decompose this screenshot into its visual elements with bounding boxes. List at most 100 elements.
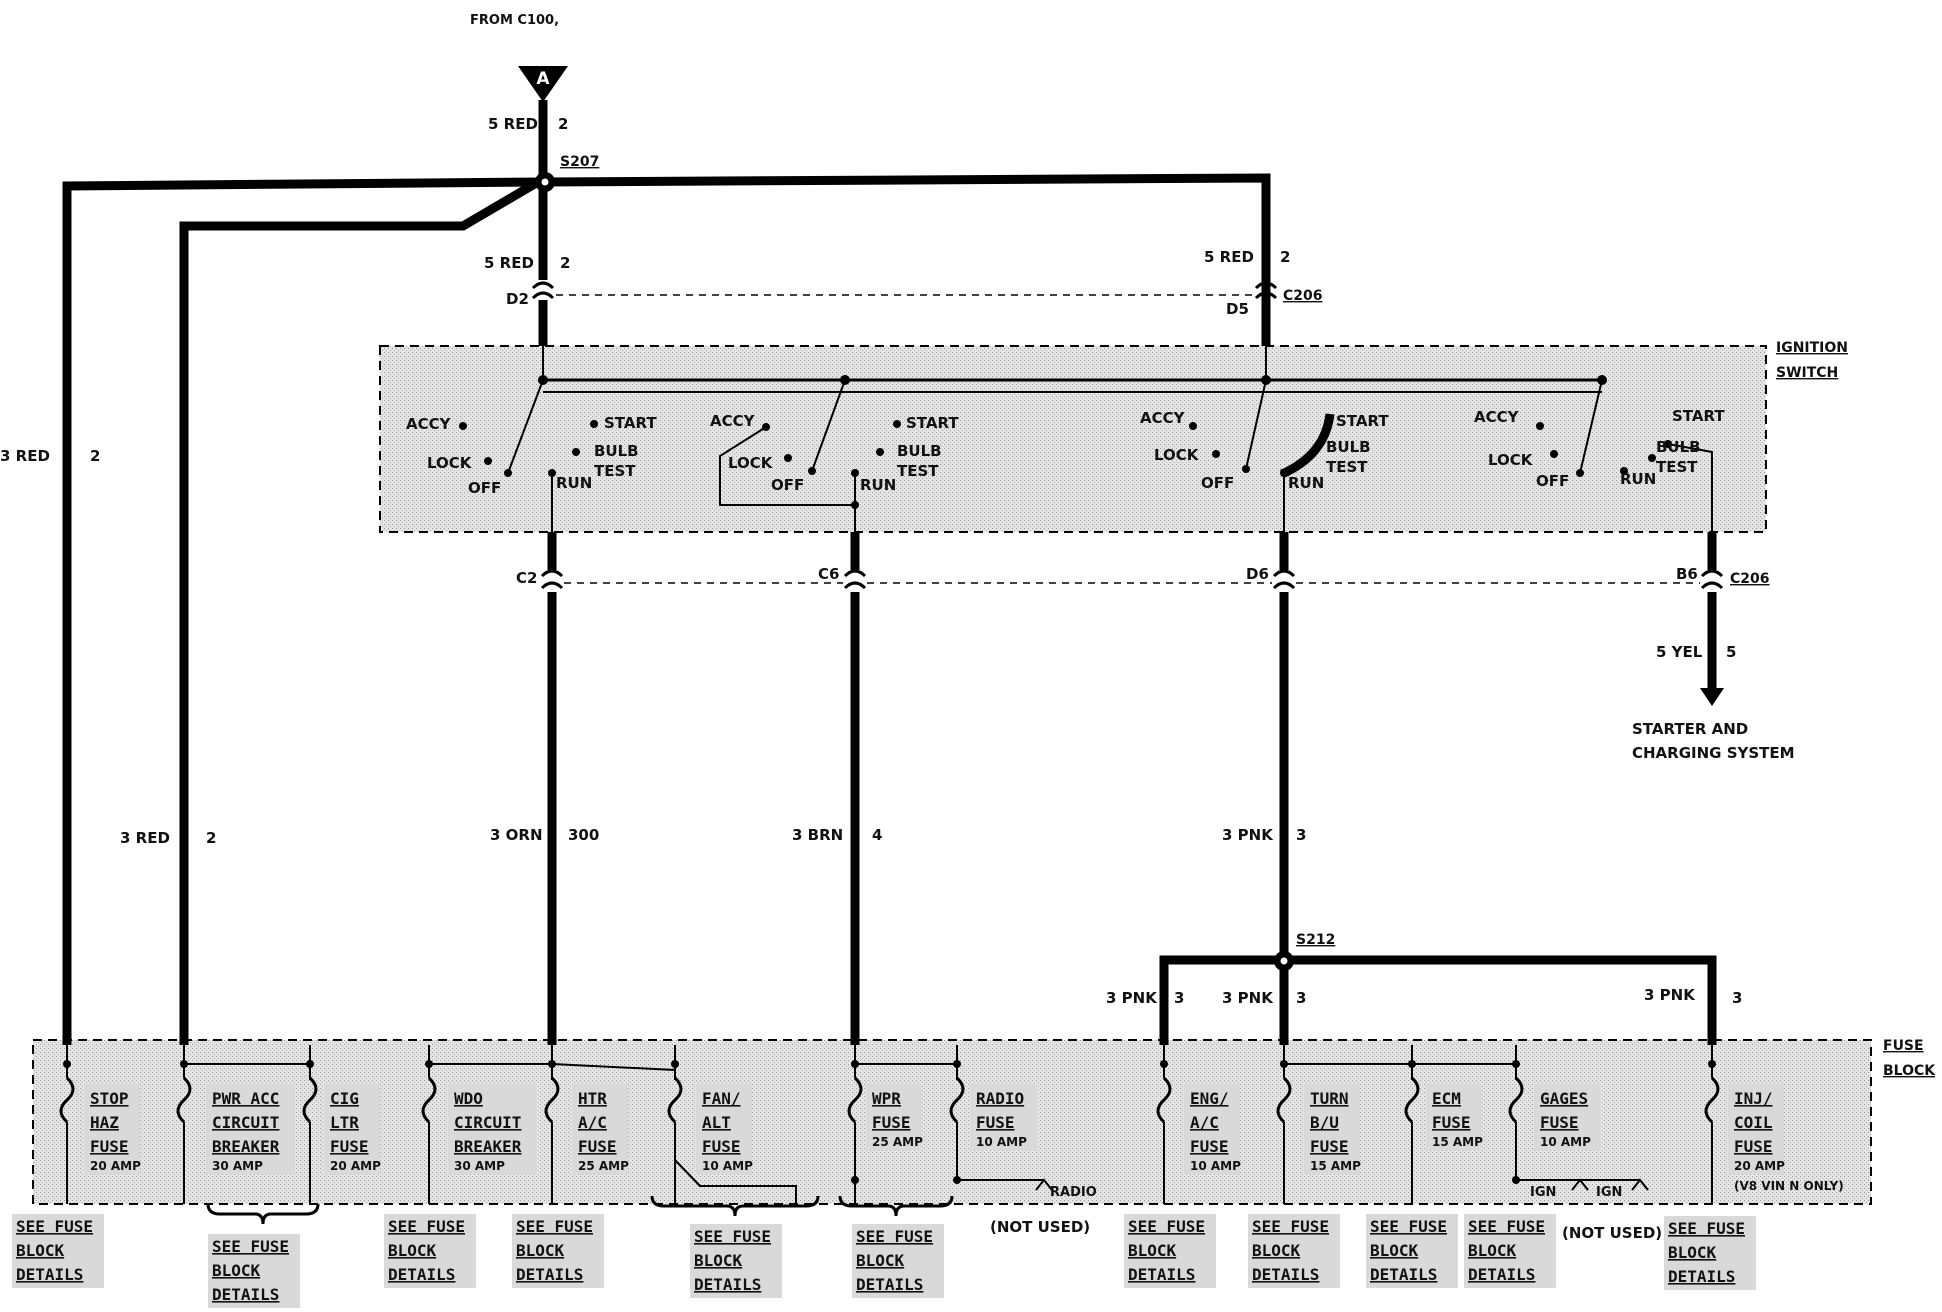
switch3-off: OFF (1201, 474, 1234, 492)
see-details-line: SEE FUSE (1468, 1217, 1545, 1236)
splice-s207-label: S207 (560, 154, 599, 170)
see-details-line: DETAILS (212, 1285, 279, 1304)
see-details-line: DETAILS (856, 1275, 923, 1294)
fuse-label-line: HTR (578, 1089, 607, 1108)
fuse-element-5 (667, 1076, 683, 1124)
wire-label-pnk-a-num: 3 (1174, 989, 1184, 1007)
fuse-label-line: STOP (90, 1089, 129, 1108)
fuse-element-2 (302, 1076, 318, 1124)
fuse-label-line: PWR ACC (212, 1089, 279, 1108)
switch2-start: START (906, 414, 959, 432)
see-details-line: SEE FUSE (694, 1227, 771, 1246)
fuse-label-line: FUSE (1734, 1137, 1773, 1156)
switch1-run: RUN (556, 474, 592, 492)
wire-label-brn-color: 3 BRN (792, 826, 843, 844)
fuse-label-line: CIG (330, 1089, 359, 1108)
ign-label-2: IGN (1596, 1185, 1622, 1200)
brace (206, 1203, 320, 1225)
connector-a-triangle (518, 66, 568, 102)
fuse-label-bg (448, 1084, 537, 1174)
fuse-element-3 (421, 1076, 437, 1124)
connector-d5-label: D5 (1226, 300, 1249, 318)
wire-label-d2-color: 5 RED (484, 254, 534, 272)
wire-s212-branch (1159, 955, 1717, 1045)
connector-c206-bottom-label: C206 (1730, 571, 1770, 587)
connector-d2-symbol (531, 281, 555, 300)
see-details-line: DETAILS (694, 1275, 761, 1294)
see-details-bg (690, 1224, 782, 1298)
fuse-label-line: FUSE (702, 1137, 741, 1156)
fuse-label-line: ECM (1432, 1089, 1461, 1108)
see-details-line: BLOCK (1468, 1241, 1517, 1260)
switch3-run: RUN (1288, 474, 1324, 492)
switch2-lock: LOCK (728, 454, 774, 472)
see-details-line: BLOCK (1668, 1243, 1717, 1262)
starter-label-2: CHARGING SYSTEM (1632, 744, 1795, 762)
switch1-lock: LOCK (427, 454, 473, 472)
fuse-amp-rating: 10 AMP (1540, 1135, 1591, 1149)
fuse-label-line: FUSE (976, 1113, 1015, 1132)
see-details-bg (208, 1234, 300, 1308)
not-used-label-1: (NOT USED) (990, 1218, 1090, 1236)
fuse-label-line: HAZ (90, 1113, 119, 1132)
fuse-amp-rating: 15 AMP (1310, 1159, 1361, 1173)
fuse-element-4 (544, 1076, 560, 1124)
see-details-bg (1366, 1214, 1458, 1288)
see-details-line: SEE FUSE (856, 1227, 933, 1246)
wire-label-pnk-c-color: 3 PNK (1644, 986, 1696, 1004)
see-details-bg (384, 1214, 476, 1288)
ignition-switch-label-1: IGNITION (1776, 340, 1848, 356)
fuse-label-bg (206, 1084, 295, 1174)
connector-c2-label: C2 (516, 569, 537, 587)
connector-c6-symbol (843, 569, 867, 592)
fuse-label-line: WDO (454, 1089, 483, 1108)
wire-label-yel-num: 5 (1726, 643, 1736, 661)
see-details-line: DETAILS (516, 1265, 583, 1284)
switch3-test: TEST (1326, 458, 1368, 476)
fuse-amp-rating: 10 AMP (702, 1159, 753, 1173)
fuse-amp-rating: 15 AMP (1432, 1135, 1483, 1149)
wire-label-pnk-a-color: 3 PNK (1106, 989, 1158, 1007)
fuse-label-bg (84, 1084, 140, 1174)
wire-label-inner-num: 2 (206, 829, 216, 847)
switch4-lock: LOCK (1488, 451, 1534, 469)
fuse-amp-rating: 20 AMP (1734, 1159, 1785, 1173)
fuse-label-line: FUSE (90, 1137, 129, 1156)
fuse-element-9 (1276, 1076, 1292, 1124)
fuse-amp-rating: 25 AMP (872, 1135, 923, 1149)
fuse-amp-rating: 10 AMP (1190, 1159, 1241, 1173)
fuse-element-12 (1704, 1076, 1720, 1124)
ignition-switch-label-2: SWITCH (1776, 365, 1838, 381)
see-details-line: DETAILS (16, 1265, 83, 1284)
fuse-label-line: ENG/ (1190, 1089, 1229, 1108)
switch1-accy: ACCY (406, 415, 452, 433)
see-details-bg (852, 1224, 944, 1298)
fuse-label-line: FUSE (1540, 1113, 1579, 1132)
see-details-line: SEE FUSE (1128, 1217, 1205, 1236)
see-details-bg (1664, 1216, 1756, 1290)
wire-label-yel-color: 5 YEL (1656, 643, 1703, 661)
switch2-off: OFF (771, 476, 804, 494)
see-details-line: BLOCK (212, 1261, 261, 1280)
fuse-label-line: TURN (1310, 1089, 1349, 1108)
switch1-off: OFF (468, 479, 501, 497)
switch2-test: TEST (897, 462, 939, 480)
see-details-bg (1124, 1214, 1216, 1288)
wire-label-pnk-color: 3 PNK (1222, 826, 1274, 844)
connector-c206-top-label: C206 (1283, 288, 1323, 304)
fuse-label-line: CIRCUIT (212, 1113, 279, 1132)
fuse-amp-rating: 20 AMP (330, 1159, 381, 1173)
wire-3red-outer (62, 177, 544, 1045)
brace (838, 1195, 954, 1217)
starter-label-1: STARTER AND (1632, 720, 1748, 738)
switch2-run: RUN (860, 476, 896, 494)
wire-5red-right (542, 173, 1271, 308)
fuse-label-line: FUSE (1190, 1137, 1229, 1156)
switch3-accy: ACCY (1140, 409, 1186, 427)
fuse-element-0 (59, 1076, 75, 1124)
see-details-line: DETAILS (1252, 1265, 1319, 1284)
see-details-line: BLOCK (516, 1241, 565, 1260)
see-details-line: BLOCK (388, 1241, 437, 1260)
see-details-line: SEE FUSE (1252, 1217, 1329, 1236)
fuse-label-line: WPR (872, 1089, 901, 1108)
